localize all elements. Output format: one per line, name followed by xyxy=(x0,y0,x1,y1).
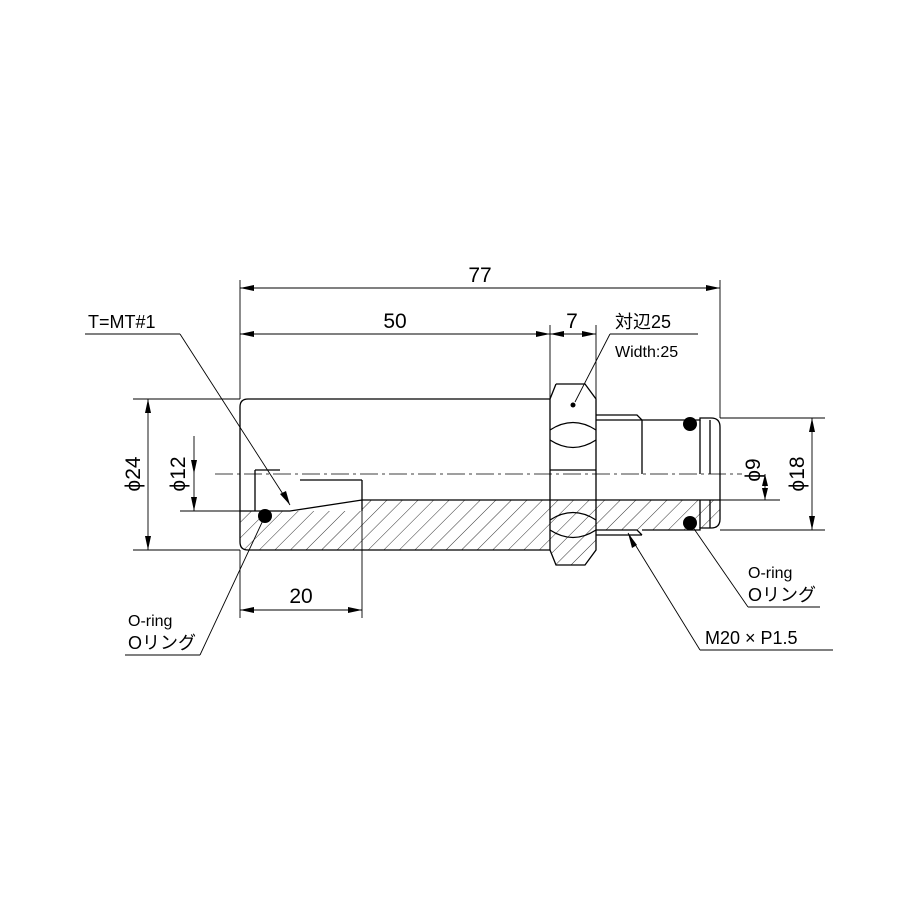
dim-pilot-diameter: ϕ9 xyxy=(720,458,780,501)
leader-oring-right: O-ring Oリング xyxy=(689,522,820,608)
leader-oring-left: O-ring Oリング xyxy=(125,515,266,656)
dim-phi9-label: ϕ9 xyxy=(742,458,765,481)
note-oring-right-en: O-ring xyxy=(748,565,792,582)
note-taper: T=MT#1 xyxy=(88,312,156,332)
section-hatch xyxy=(240,500,720,565)
dim-7-label: 7 xyxy=(566,310,578,333)
dim-body-length: 50 7 xyxy=(240,310,597,399)
leader-thread: M20 × P1.5 xyxy=(627,532,833,651)
dim-taper-depth: 20 xyxy=(239,500,363,618)
dim-77-label: 77 xyxy=(468,264,491,287)
dim-50-label: 50 xyxy=(383,310,406,333)
note-hex-en: Width:25 xyxy=(615,344,678,361)
dim-phi18-label: ϕ18 xyxy=(786,456,809,491)
leader-taper: T=MT#1 xyxy=(85,312,291,506)
note-oring-left-en: O-ring xyxy=(128,613,172,630)
dim-oring-diameter: ϕ18 xyxy=(720,417,825,531)
oring-right-top xyxy=(683,417,697,431)
dim-phi12-label: ϕ12 xyxy=(167,456,190,491)
dim-phi24-label: ϕ24 xyxy=(122,456,145,491)
dim-outer-diameter: ϕ24 xyxy=(122,398,240,551)
dim-20-label: 20 xyxy=(289,585,312,608)
dim-bore-diameter: ϕ12 xyxy=(167,436,240,512)
hex-center-dot xyxy=(570,402,576,408)
note-hex-jp: 対辺25 xyxy=(615,312,671,332)
dim-overall-length: 77 xyxy=(239,264,721,418)
note-oring-left-jp: Oリング xyxy=(128,633,196,653)
leader-hex: 対辺25 Width:25 xyxy=(574,312,698,403)
note-thread: M20 × P1.5 xyxy=(705,628,798,648)
note-oring-right-jp: Oリング xyxy=(748,585,816,605)
